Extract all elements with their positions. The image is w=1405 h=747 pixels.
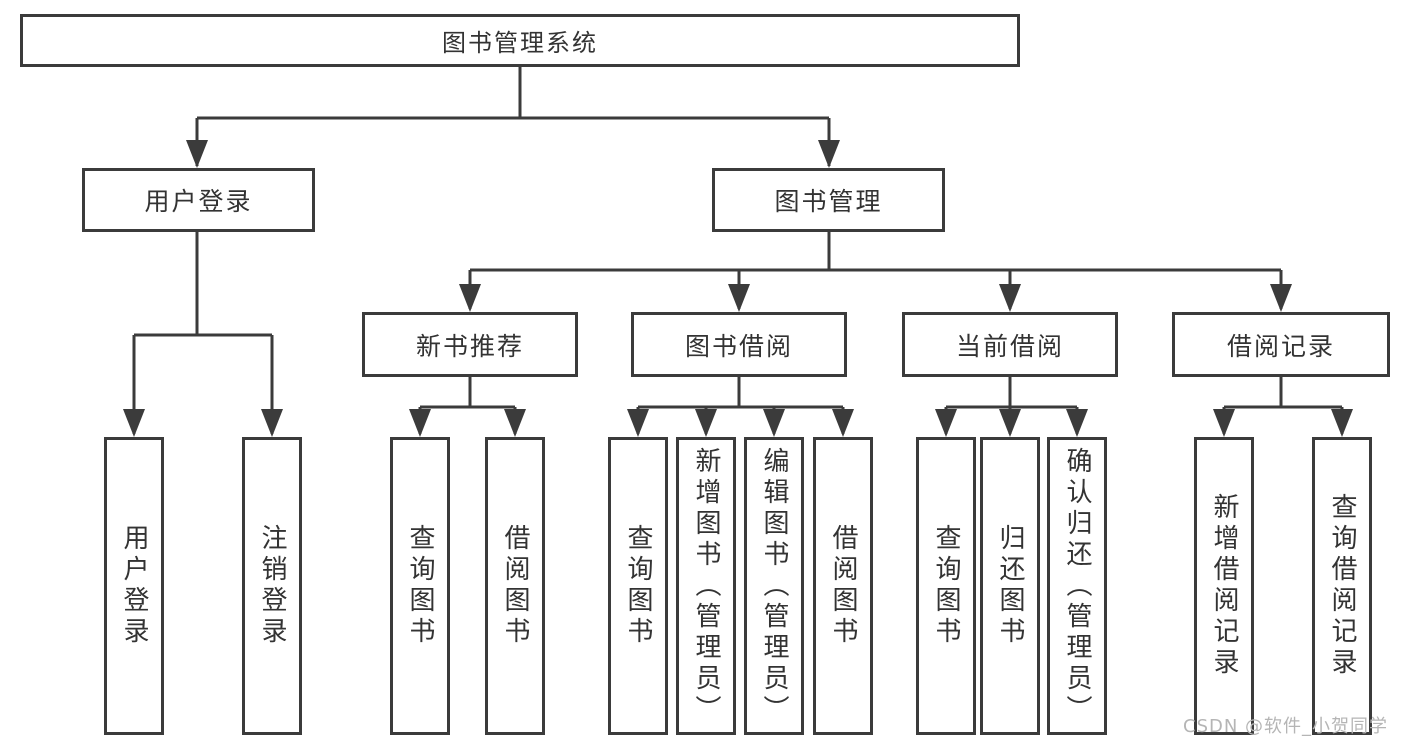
node-label: 归还图书 xyxy=(995,524,1025,648)
leaf-logout: 注销登录 xyxy=(242,437,302,735)
node-new-book-recommend: 新书推荐 xyxy=(362,312,578,377)
node-current-borrowing: 当前借阅 xyxy=(902,312,1118,377)
leaf-confirm-return-admin: 确认归还（管理员） xyxy=(1047,437,1107,735)
node-label: 新增图书（管理员） xyxy=(691,446,721,726)
node-book-borrowing: 图书借阅 xyxy=(631,312,847,377)
node-book-management: 图书管理 xyxy=(712,168,945,232)
leaf-add-book-admin: 新增图书（管理员） xyxy=(676,437,736,735)
leaf-query-books-current: 查询图书 xyxy=(916,437,976,735)
node-label: 图书借阅 xyxy=(684,331,793,361)
leaf-add-borrow-record: 新增借阅记录 xyxy=(1194,437,1254,735)
node-label: 查询借阅记录 xyxy=(1327,493,1357,679)
node-label: 新书推荐 xyxy=(415,331,524,361)
node-label: 当前借阅 xyxy=(955,331,1064,361)
leaf-user-login: 用户登录 xyxy=(104,437,164,735)
node-label: 借阅图书 xyxy=(500,524,530,648)
node-label: 查询图书 xyxy=(405,524,435,648)
node-label: 查询图书 xyxy=(931,524,961,648)
node-label: 借阅记录 xyxy=(1226,331,1335,361)
leaf-return-book: 归还图书 xyxy=(980,437,1040,735)
node-label: 确认归还（管理员） xyxy=(1062,446,1092,726)
node-label: 借阅图书 xyxy=(828,524,858,648)
node-label: 用户登录 xyxy=(119,524,149,648)
node-library-system: 图书管理系统 xyxy=(20,14,1020,67)
leaf-query-books-recommend: 查询图书 xyxy=(390,437,450,735)
node-label: 图书管理系统 xyxy=(442,29,598,57)
node-label: 编辑图书（管理员） xyxy=(759,446,789,726)
node-label: 注销登录 xyxy=(257,524,287,648)
node-label: 新增借阅记录 xyxy=(1209,493,1239,679)
leaf-query-books-borrowing: 查询图书 xyxy=(608,437,668,735)
node-label: 图书管理 xyxy=(774,187,883,216)
leaf-borrow-books-recommend: 借阅图书 xyxy=(485,437,545,735)
node-label: 用户登录 xyxy=(144,187,253,216)
leaf-edit-book-admin: 编辑图书（管理员） xyxy=(744,437,804,735)
leaf-query-borrow-record: 查询借阅记录 xyxy=(1312,437,1372,735)
leaf-borrow-books: 借阅图书 xyxy=(813,437,873,735)
node-user-login: 用户登录 xyxy=(82,168,315,232)
node-label: 查询图书 xyxy=(623,524,653,648)
csdn-watermark: CSDN @软件_小贺同学 xyxy=(1183,716,1389,737)
node-borrow-records: 借阅记录 xyxy=(1172,312,1390,377)
